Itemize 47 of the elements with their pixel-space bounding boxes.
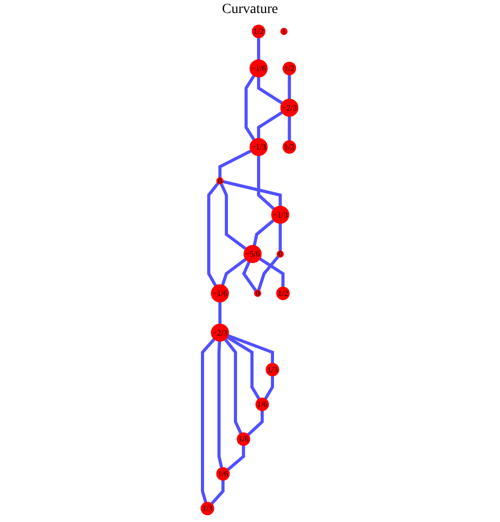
connector (220, 183, 248, 250)
node-circle: −1/3 (250, 138, 268, 156)
node-circle: 0 (216, 177, 224, 184)
connector (211, 480, 225, 505)
connector (248, 410, 264, 436)
node-circle: −1/6 (250, 59, 268, 78)
connector (222, 258, 248, 286)
connector (245, 74, 256, 141)
node-circle: −5/6 (244, 245, 262, 264)
connector (288, 74, 292, 100)
connector (264, 376, 274, 400)
node-circle: 1/2 (283, 140, 297, 154)
node-circle: 1 (280, 28, 288, 36)
connector (218, 150, 252, 178)
connector (258, 256, 280, 291)
connector (201, 338, 216, 503)
connector (223, 180, 282, 206)
connector (208, 182, 220, 287)
node-circle: 1/2 (283, 62, 297, 76)
diagram-title: Curvature (221, 1, 279, 19)
connector (227, 446, 246, 471)
node-circle: −1/6 (211, 284, 230, 302)
connector (258, 77, 284, 104)
connector (258, 156, 276, 210)
node-circle: −2/3 (211, 324, 230, 342)
node-circle: 1/3 (266, 362, 280, 376)
node-circle: 1/3 (201, 502, 215, 516)
connector (288, 116, 292, 141)
connector (258, 38, 261, 60)
node-circle: −2/3 (280, 98, 299, 117)
node-circle: −1/3 (272, 206, 290, 224)
connector (258, 111, 284, 138)
connector (218, 302, 222, 324)
connector (253, 219, 275, 246)
node-circle: 1/6 (256, 398, 270, 412)
node-circle: 1/2 (252, 24, 266, 38)
connector (228, 334, 274, 364)
connector (227, 336, 261, 400)
node-circle: 0 (277, 250, 284, 258)
node-circle: 1/2 (276, 286, 290, 300)
connector (224, 338, 243, 434)
node-circle: 1/6 (237, 432, 251, 446)
connector (279, 223, 282, 251)
node-circle: 1/6 (216, 467, 230, 481)
connector (218, 341, 224, 468)
connector (260, 257, 285, 287)
node-circle: 0 (254, 290, 262, 297)
